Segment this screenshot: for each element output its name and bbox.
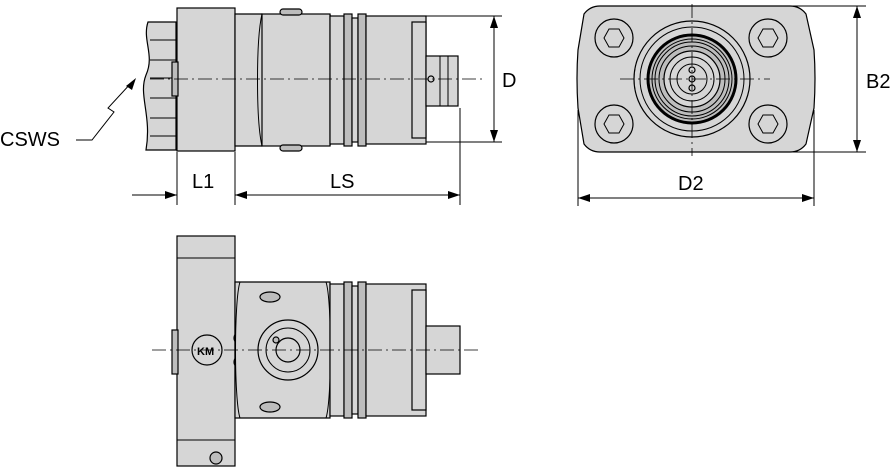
label-b2: B2 <box>866 71 890 93</box>
label-ls: LS <box>330 171 354 193</box>
label-csws: CSWS <box>0 129 60 151</box>
label-d: D <box>502 70 516 92</box>
dimension-d: D <box>426 15 516 143</box>
end-view <box>576 4 816 156</box>
csws-callout: CSWS <box>0 78 136 151</box>
spindle-break <box>142 21 177 151</box>
bolt-hole-tr <box>748 18 788 58</box>
label-d2: D2 <box>678 173 704 195</box>
bolt-hole-tl <box>594 18 634 58</box>
flange <box>176 7 236 152</box>
bolt-hole-bl <box>594 104 634 144</box>
dimension-d2: D2 <box>577 110 815 206</box>
dimension-l1-ls: L1 LS <box>132 108 461 205</box>
label-l1: L1 <box>192 171 214 193</box>
side-view <box>142 7 482 152</box>
bottom-view: KM <box>152 235 482 467</box>
dimension-b2: B2 <box>790 5 890 153</box>
svg-text:KM: KM <box>197 346 214 358</box>
bolt-hole-br <box>748 104 788 144</box>
